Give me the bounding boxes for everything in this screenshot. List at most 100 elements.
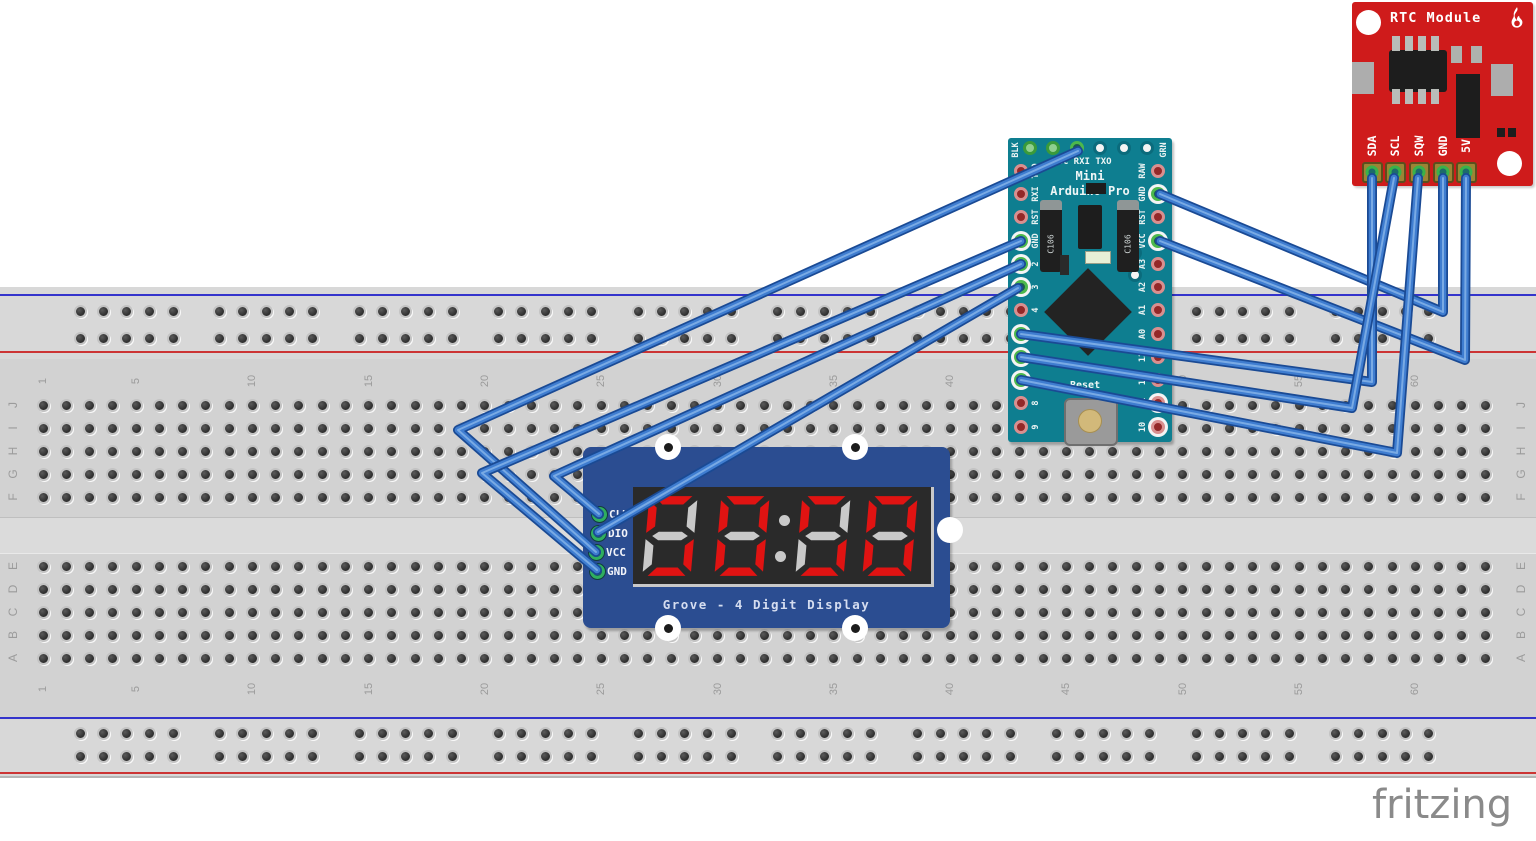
breadboard-hole xyxy=(1315,398,1329,412)
rtc-pin-sda[interactable] xyxy=(1361,161,1383,183)
rtc-pin-5v[interactable] xyxy=(1455,161,1477,183)
breadboard-hole xyxy=(1259,726,1273,740)
breadboard-hole xyxy=(431,444,445,458)
arduino-right-pin-raw[interactable] xyxy=(1150,163,1165,178)
arduino-right-pin-a2[interactable] xyxy=(1150,279,1165,294)
breadboard-hole xyxy=(1129,490,1143,504)
breadboard-hole xyxy=(1269,421,1283,435)
arduino-right-pin-11[interactable] xyxy=(1150,395,1165,410)
reset-button-cap[interactable] xyxy=(1078,409,1102,433)
breadboard-hole xyxy=(106,605,120,619)
display-pin-gnd[interactable] xyxy=(589,563,605,579)
arduino-right-pin-vcc[interactable] xyxy=(1150,233,1165,248)
arduino-right-pin-13[interactable] xyxy=(1150,349,1165,364)
arduino-left-pin-3[interactable] xyxy=(1013,279,1028,294)
breadboard-hole xyxy=(1152,467,1166,481)
breadboard-hole xyxy=(59,651,73,665)
reset-button[interactable] xyxy=(1064,398,1118,446)
breadboard-hole xyxy=(1269,490,1283,504)
breadboard-hole xyxy=(1003,726,1017,740)
breadboard-hole xyxy=(1059,490,1073,504)
display-pin-vcc[interactable] xyxy=(588,544,604,560)
breadboard-hole xyxy=(431,490,445,504)
breadboard-hole xyxy=(222,467,236,481)
breadboard-hole xyxy=(269,467,283,481)
breadboard-hole xyxy=(1385,398,1399,412)
breadboard-hole xyxy=(408,628,422,642)
arduino-ftdi-hole[interactable] xyxy=(1116,140,1131,155)
arduino-right-pin-a0[interactable] xyxy=(1150,326,1165,341)
breadboard-hole xyxy=(199,398,213,412)
breadboard-hole xyxy=(455,628,469,642)
breadboard-hole xyxy=(492,749,505,763)
breadboard-hole xyxy=(933,304,947,318)
breadboard-hole xyxy=(166,726,180,740)
arduino-ftdi-hole[interactable] xyxy=(1092,140,1107,155)
breadboard-hole xyxy=(1362,582,1376,596)
breadboard-hole xyxy=(176,605,190,619)
arduino-left-pin-rst[interactable] xyxy=(1013,209,1028,224)
breadboard-hole xyxy=(408,582,422,596)
breadboard-hole xyxy=(1143,749,1157,763)
display-pin-clk[interactable] xyxy=(591,506,607,522)
breadboard-hole xyxy=(292,490,306,504)
arduino-pin-vcc-top[interactable] xyxy=(1069,140,1084,155)
breadboard-hole xyxy=(794,726,808,740)
breadboard-hole xyxy=(236,749,250,763)
breadboard-hole xyxy=(106,421,120,435)
breadboard-hole xyxy=(1292,444,1306,458)
breadboard-hole xyxy=(282,749,296,763)
arduino-left-pin-gnd[interactable] xyxy=(1013,233,1028,248)
breadboard-hole xyxy=(385,398,399,412)
breadboard-hole xyxy=(1129,559,1143,573)
breadboard-hole xyxy=(1199,582,1213,596)
breadboard-hole xyxy=(282,726,296,740)
breadboard-hole xyxy=(492,726,505,740)
arduino-left-pin-8[interactable] xyxy=(1013,395,1028,410)
arduino-right-pin-rst[interactable] xyxy=(1150,209,1165,224)
breadboard-hole xyxy=(1212,726,1226,740)
display-pin-dio[interactable] xyxy=(590,525,606,541)
rtc-pin-scl[interactable] xyxy=(1384,161,1406,183)
arduino-ftdi-hole[interactable] xyxy=(1045,140,1060,155)
breadboard-hole xyxy=(850,651,864,665)
rtc-pin-sqw[interactable] xyxy=(1408,161,1430,183)
arduino-left-pin-9[interactable] xyxy=(1013,419,1028,434)
breadboard-hole xyxy=(1036,651,1050,665)
arduino-right-pin-12[interactable] xyxy=(1150,372,1165,387)
breadboard-hole xyxy=(455,605,469,619)
arduino-ftdi-hole[interactable] xyxy=(1139,140,1154,155)
column-label: 15 xyxy=(362,682,375,696)
arduino-left-pin-7[interactable] xyxy=(1013,372,1028,387)
arduino-left-pin-rxi[interactable] xyxy=(1013,186,1028,201)
rtc-pin-gnd[interactable] xyxy=(1432,161,1454,183)
arduino-left-pin-label: RXI xyxy=(1031,186,1041,202)
breadboard-hole xyxy=(236,726,250,740)
arduino-right-pin-gnd[interactable] xyxy=(1150,186,1165,201)
breadboard-hole xyxy=(36,651,50,665)
arduino-right-pin-10[interactable] xyxy=(1150,419,1165,434)
rail-strip xyxy=(0,717,1536,778)
arduino-ftdi-hole[interactable] xyxy=(1022,140,1037,155)
breadboard-hole xyxy=(780,421,794,435)
breadboard-hole xyxy=(1385,559,1399,573)
arduino-left-pin-6[interactable] xyxy=(1013,349,1028,364)
breadboard-hole xyxy=(1408,628,1422,642)
breadboard-hole xyxy=(1222,605,1236,619)
breadboard-hole xyxy=(850,421,864,435)
arduino-right-pin-a1[interactable] xyxy=(1150,302,1165,317)
arduino-left-pin-5[interactable] xyxy=(1013,326,1028,341)
arduino-left-pin-4[interactable] xyxy=(1013,302,1028,317)
arduino-right-pin-a3[interactable] xyxy=(1150,256,1165,271)
breadboard-hole xyxy=(478,628,492,642)
breadboard-hole xyxy=(338,582,352,596)
arduino-left-pin-2[interactable] xyxy=(1013,256,1028,271)
breadboard-hole xyxy=(478,467,492,481)
breadboard-hole xyxy=(1212,749,1226,763)
arduino-left-pin-txo[interactable] xyxy=(1013,163,1028,178)
breadboard-hole xyxy=(548,582,562,596)
breadboard-hole xyxy=(1059,628,1073,642)
